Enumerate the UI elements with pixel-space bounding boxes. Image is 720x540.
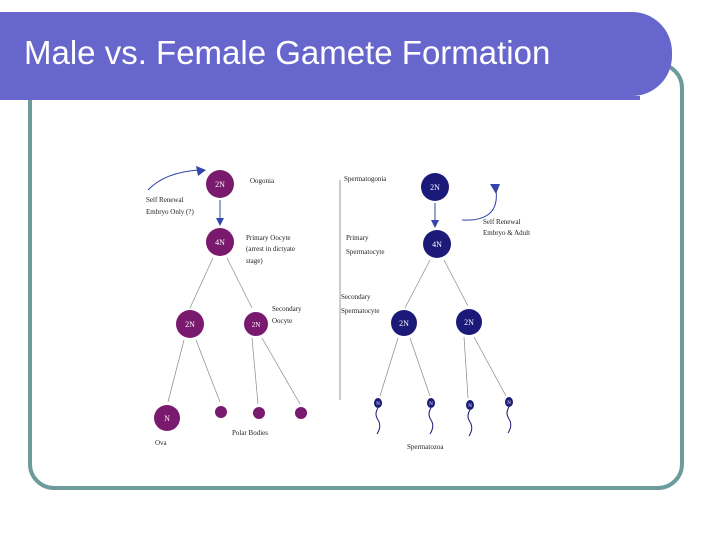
female-self-renewal-arrow	[147, 169, 201, 191]
ova-cell	[154, 405, 180, 431]
female-branch-polar-1	[195, 339, 221, 403]
primary-oocyte-line3: stage)	[246, 257, 263, 265]
female-branch-left	[189, 257, 214, 309]
spermatogonia-label: Spermatogonia	[344, 175, 387, 183]
oogonia-label: Oogonia	[250, 177, 275, 185]
female-self-renewal-line1: Self Renewal	[146, 196, 184, 204]
spermatozoon-1: N	[374, 398, 382, 435]
primary-oocyte-line2: (arrest in dictyate	[246, 245, 295, 253]
secondary-spermatocyte-cell-left-label: 2N	[399, 319, 409, 328]
male-self-renewal-arrow	[461, 189, 497, 221]
male-branch-sperm-1	[379, 337, 399, 397]
polar-body-2	[253, 407, 265, 419]
spermatozoon-3-label: N	[468, 404, 472, 409]
oogonia-cell	[206, 170, 234, 198]
oogonia-cell-label: 2N	[215, 180, 225, 189]
primary-oocyte-line1: Primary Oocyte	[246, 234, 291, 242]
male-self-renewal-arrowhead	[490, 184, 500, 194]
spermatogonia-cell-label: 2N	[430, 183, 440, 192]
ova-cell-label: N	[164, 414, 170, 423]
secondary-oocyte-cell-left-label: 2N	[185, 320, 195, 329]
primary-spermatocyte-line1: Primary	[346, 234, 369, 242]
female-self-renewal-line2: Embryo Only (?)	[146, 208, 194, 216]
primary-oocyte-cell-label: 4N	[215, 238, 225, 247]
male-self-renewal-line1: Self Renewal	[483, 218, 521, 226]
secondary-spermatocyte-cell-right-label: 2N	[464, 318, 474, 327]
male-branch-left	[404, 259, 431, 309]
ova-label: Ova	[155, 439, 168, 447]
male-branch-sperm-4	[473, 336, 507, 397]
female-branch-right	[226, 257, 253, 309]
female-branch-polar-2	[251, 337, 259, 405]
male-branch-sperm-2	[409, 337, 431, 397]
secondary-oocyte-line2: Oocyte	[272, 317, 292, 325]
spermatozoa-label: Spermatozoa	[407, 443, 444, 451]
secondary-spermatocyte-cell-left	[391, 310, 417, 336]
spermatozoon-1-label: N	[376, 402, 380, 407]
female-arrowhead-1	[216, 218, 224, 226]
primary-spermatocyte-cell-label: 4N	[432, 240, 442, 249]
polar-body-1	[215, 406, 227, 418]
slide-title: Male vs. Female Gamete Formation	[24, 34, 551, 71]
spermatozoon-4: N	[505, 397, 513, 434]
secondary-oocyte-line1: Secondary	[272, 305, 302, 313]
secondary-oocyte-cell-right-label: 2N	[252, 321, 261, 329]
secondary-spermatocyte-cell-right	[456, 309, 482, 335]
spermatozoon-3: N	[466, 400, 474, 437]
male-branch-sperm-3	[463, 336, 469, 399]
primary-oocyte-cell	[206, 228, 234, 256]
female-branch-ova	[167, 339, 185, 403]
secondary-spermatocyte-line1: Secondary	[341, 293, 371, 301]
spermatozoon-2-label: N	[429, 402, 433, 407]
male-branch-right	[443, 259, 469, 307]
primary-spermatocyte-cell	[423, 230, 451, 258]
male-self-renewal-line2: Embryo & Adult	[483, 229, 530, 237]
primary-spermatocyte-line2: Spermatocyte	[346, 248, 385, 256]
spermatozoon-2: N	[427, 398, 435, 435]
spermatozoon-4-label: N	[507, 401, 511, 406]
male-arrowhead-1	[431, 220, 439, 228]
polar-body-3	[295, 407, 307, 419]
secondary-spermatocyte-line2: Spermatocyte	[341, 307, 380, 315]
secondary-oocyte-cell-right	[244, 312, 268, 336]
title-underline	[0, 96, 640, 100]
female-branch-polar-3	[261, 337, 301, 405]
female-self-renewal-arrowhead	[196, 166, 206, 176]
spermatogonia-cell	[421, 173, 449, 201]
secondary-oocyte-cell-left	[176, 310, 204, 338]
polar-bodies-label: Polar Bodies	[232, 429, 268, 437]
title-bar	[0, 12, 672, 96]
